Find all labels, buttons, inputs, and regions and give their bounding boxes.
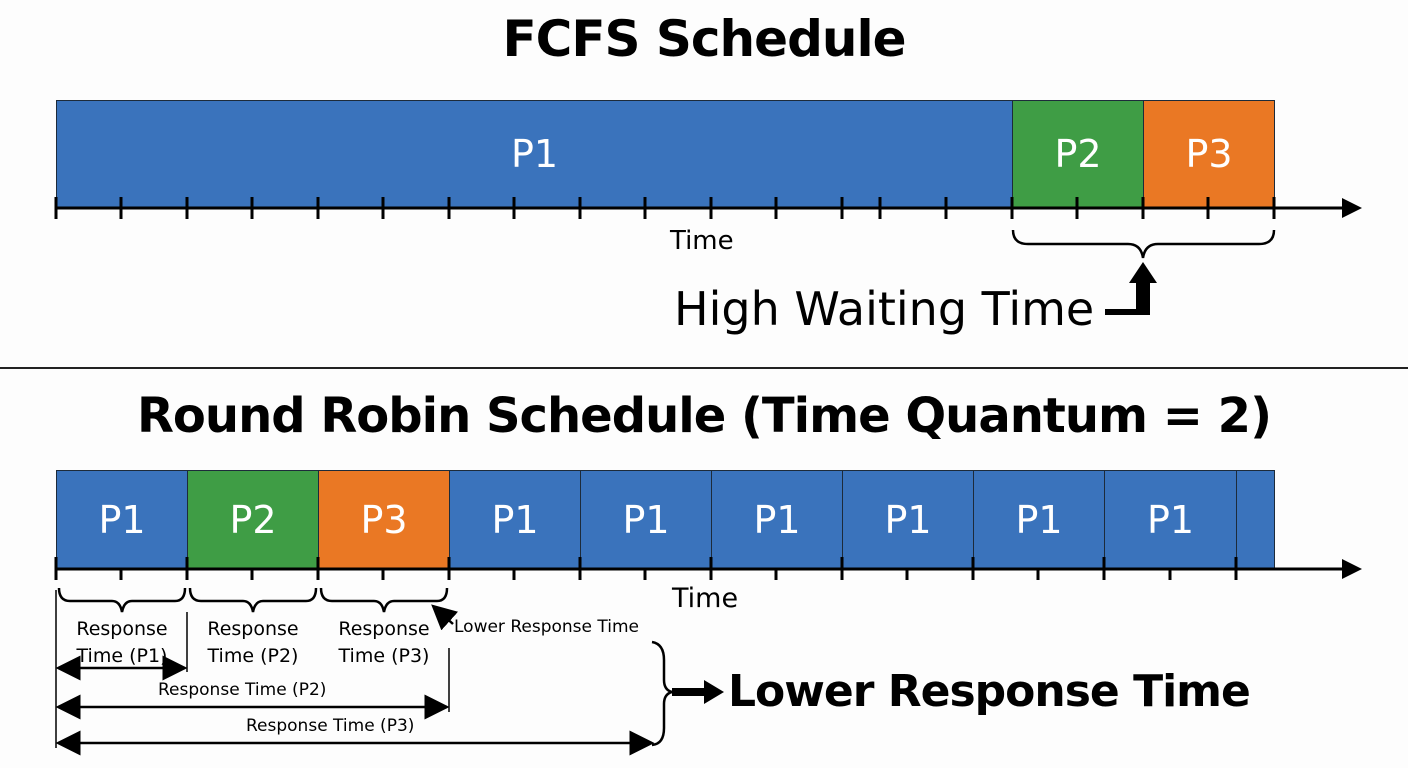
brace-label-line2: Time (P2) [207, 645, 299, 667]
block-label: P3 [360, 497, 408, 542]
fcfs-axis-arrowhead [1342, 198, 1362, 218]
rr-block-p1-remainder [1236, 470, 1275, 569]
brace-label-line1: Response [338, 618, 430, 640]
brace-label-line1: Response [76, 618, 168, 640]
waiting-arrow [1105, 262, 1157, 315]
high-waiting-time-label: High Waiting Time [674, 282, 1095, 336]
rr-block-p1: P1 [1104, 470, 1237, 569]
rr-axis-label: Time [672, 583, 739, 614]
block-label: P1 [1015, 497, 1063, 542]
block-label: P1 [510, 132, 559, 176]
span-arrows [55, 655, 655, 756]
lower-response-brace [651, 640, 673, 747]
fcfs-time-axis [54, 197, 1345, 219]
rr-axis-arrowhead [1342, 559, 1362, 579]
rr-block-p3: P3 [318, 470, 450, 569]
fcfs-block-p1: P1 [56, 100, 1013, 208]
response-braces [57, 587, 449, 613]
block-label: P1 [884, 497, 932, 542]
rr-time-axis [54, 557, 1345, 580]
block-label: P2 [1054, 132, 1102, 176]
block-label: P1 [753, 497, 801, 542]
rr-block-p1: P1 [842, 470, 974, 569]
small-lower-response-label: Lower Response Time [454, 617, 639, 637]
fcfs-axis-label: Time [670, 226, 734, 256]
rr-block-p2: P2 [187, 470, 319, 569]
block-label: P3 [1185, 132, 1233, 176]
rr-title: Round Robin Schedule (Time Quantum = 2) [136, 388, 1272, 444]
lower-response-arrow [672, 680, 724, 704]
small-annotation-arrow [431, 604, 459, 631]
waiting-brace [1011, 229, 1276, 259]
rr-block-p1: P1 [973, 470, 1105, 569]
block-label: P1 [622, 497, 670, 542]
block-label: P1 [98, 497, 146, 542]
rr-block-p1: P1 [580, 470, 712, 569]
section-divider [0, 367, 1408, 369]
big-lower-response-label: Lower Response Time [728, 666, 1251, 717]
brace-label-line2: Time (P3) [338, 645, 430, 667]
fcfs-title: FCFS Schedule [502, 10, 906, 68]
brace-label-line1: Response [207, 618, 299, 640]
block-label: P2 [229, 497, 277, 542]
fcfs-block-p3: P3 [1143, 100, 1275, 208]
block-label: P1 [1146, 497, 1195, 542]
block-label: P1 [491, 497, 539, 542]
